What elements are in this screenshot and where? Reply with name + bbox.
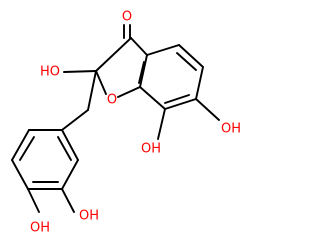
bond-c6-c7-inner xyxy=(164,94,190,104)
bond-ar4-oh xyxy=(27,188,40,213)
bond-c2-ho xyxy=(63,70,97,73)
c7-hydroxyl-label: OH xyxy=(141,142,161,157)
bond-c7a-c7a-inner xyxy=(138,61,145,84)
c6-hydroxyl-label: OH xyxy=(221,122,241,137)
bond-c3a-c7a xyxy=(139,54,148,88)
c2-hydroxyl-label: HO xyxy=(40,65,60,80)
bond-ar2-ar3-inner xyxy=(19,136,35,161)
bond-o1-c2 xyxy=(95,70,107,95)
bond-ar5-oh xyxy=(61,188,75,213)
bond-c4-c5 xyxy=(178,44,204,68)
meta-hydroxyl-label: OH xyxy=(79,209,99,224)
bond-c2-c3 xyxy=(95,37,132,72)
bond-c7a-o1 xyxy=(117,86,141,98)
bond-ar2-ar3 xyxy=(11,129,30,161)
bond-c3-c3a xyxy=(130,37,148,56)
bond-ar5-ar6 xyxy=(61,159,79,190)
bond-c7-oh xyxy=(157,108,166,140)
bond-ar3-ar4 xyxy=(11,159,29,190)
para-hydroxyl-label: OH xyxy=(30,221,50,236)
bond-ch2-aryl xyxy=(61,109,89,131)
molecule-drawing: O O HO OH OH OH OH xyxy=(11,10,241,236)
bond-c4-c5-inner xyxy=(176,52,197,71)
structure-canvas: O O HO OH OH OH OH xyxy=(11,9,242,236)
bond-ar6-ar1 xyxy=(61,129,79,161)
bond-c3a-c4 xyxy=(146,44,180,56)
bond-c2-ch2 xyxy=(87,70,97,111)
bond-c6-c7 xyxy=(164,98,197,110)
bond-ar6-ar1-inner xyxy=(57,136,72,161)
bond-c6-oh xyxy=(195,98,220,121)
carbonyl-oxygen-label: O xyxy=(122,10,132,25)
ring-oxygen-label: O xyxy=(107,93,117,108)
bond-c5-c6 xyxy=(195,66,204,100)
bond-c7-c7a xyxy=(139,86,166,110)
